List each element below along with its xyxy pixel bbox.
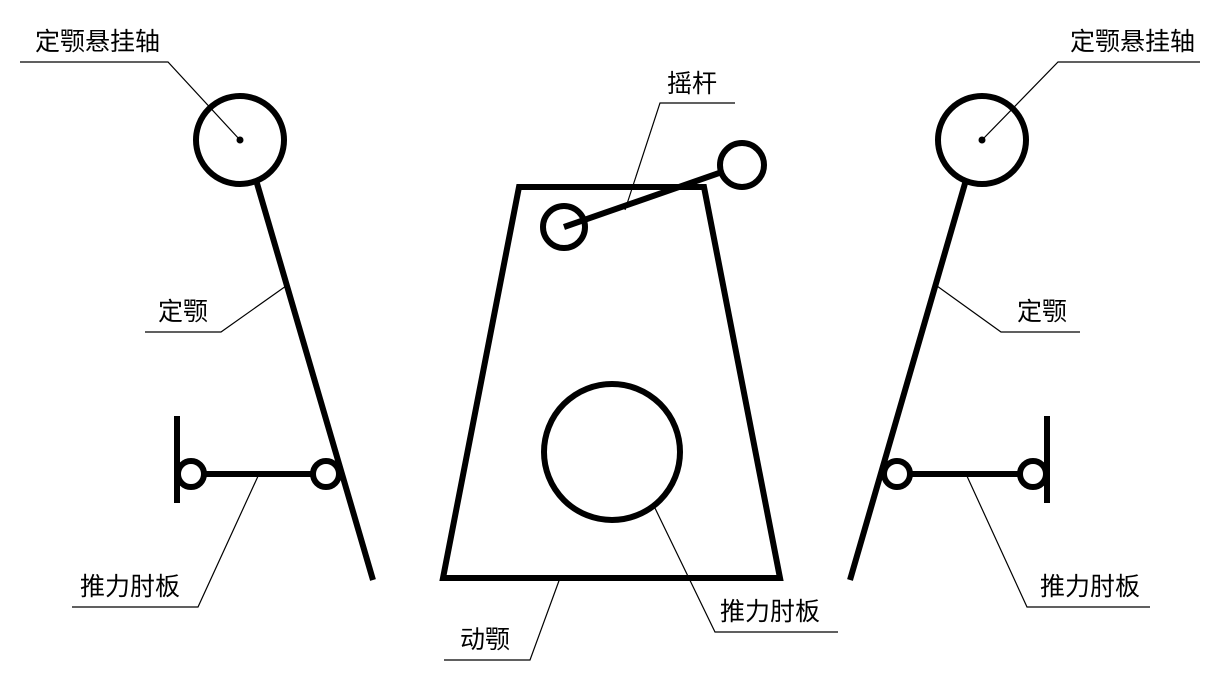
label-toggle-plate-right: 推力肘板 (1040, 572, 1140, 601)
left-assembly: 定颚悬挂轴 定颚 推力肘板 (20, 27, 376, 608)
right-toggle-pin-outer (1017, 458, 1049, 490)
leader-toggle-plate-right (965, 473, 1150, 608)
label-fixed-jaw-left: 定颚 (158, 297, 208, 326)
right-fixed-jaw-axle (935, 93, 1029, 187)
label-fixed-jaw-axle-right: 定颚悬挂轴 (1070, 27, 1195, 56)
center-assembly: 摇杆 推力肘板 动颚 (439, 69, 838, 661)
right-toggle-pin-inner (881, 458, 913, 490)
label-rocker: 摇杆 (667, 69, 717, 98)
leader-rocker (624, 102, 735, 211)
left-toggle-pin-inner (310, 458, 342, 490)
leader-fixed-jaw-right (936, 285, 1080, 333)
left-toggle-pin-outer (175, 458, 207, 490)
right-assembly: 定颚悬挂轴 定颚 推力肘板 (847, 27, 1200, 608)
label-toggle-plate-left: 推力肘板 (80, 572, 180, 601)
label-moving-jaw: 动颚 (460, 625, 510, 654)
left-fixed-jaw-axle (193, 93, 287, 187)
rocker-pin-lower (540, 203, 588, 251)
leader-fixed-jaw-axle-left (20, 61, 241, 141)
leader-fixed-jaw-left (145, 285, 287, 333)
label-fixed-jaw-right: 定颚 (1017, 297, 1067, 326)
left-fixed-jaw (253, 179, 376, 581)
leader-toggle-plate-center (652, 503, 838, 633)
rocker-pin-upper (717, 140, 767, 190)
label-toggle-plate-center: 推力肘板 (720, 597, 820, 626)
leader-fixed-jaw-axle-right (981, 61, 1200, 141)
moving-jaw-body (439, 184, 784, 581)
label-fixed-jaw-axle-left: 定颚悬挂轴 (35, 27, 160, 56)
leader-moving-jaw (444, 577, 561, 661)
moving-jaw-eccentric-circle (541, 381, 683, 523)
right-fixed-jaw (847, 179, 969, 581)
leader-toggle-plate-left (72, 473, 260, 608)
rocker-arm (563, 169, 723, 230)
